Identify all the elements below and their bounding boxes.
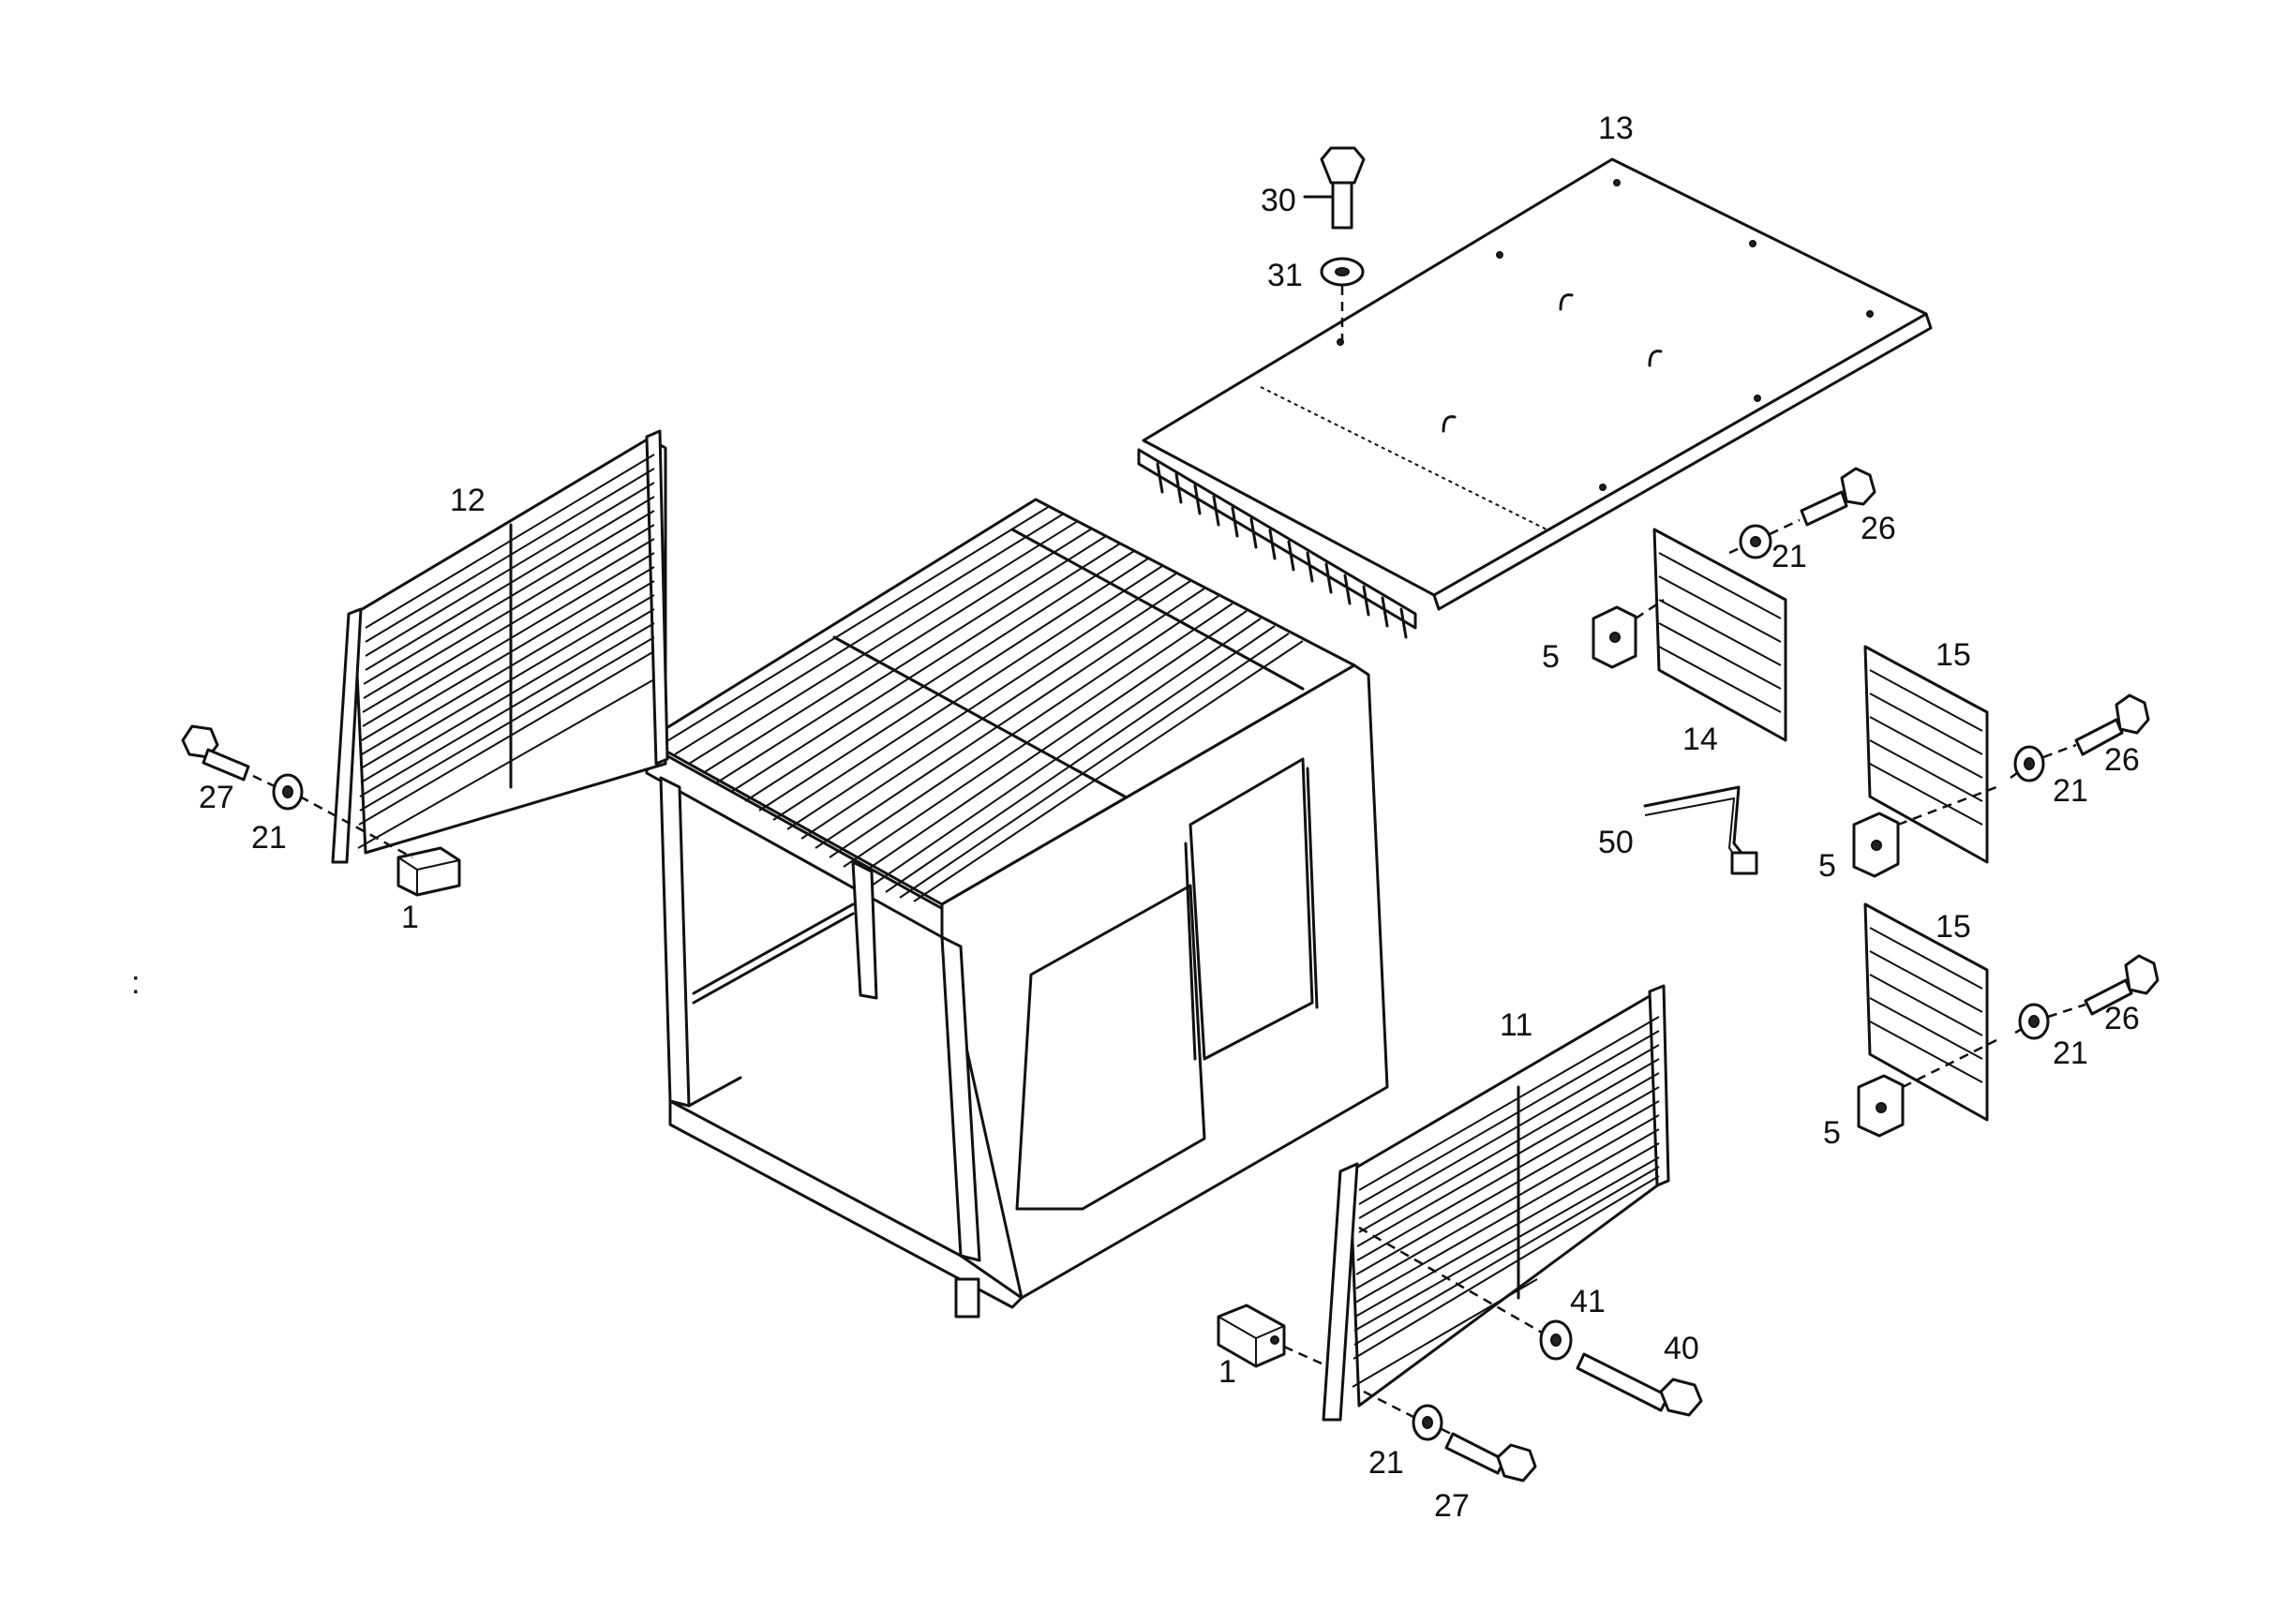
callout-15-lower: 15	[1936, 909, 1971, 945]
callout-21-panel-15-lower: 21	[2053, 1035, 2088, 1071]
callout-31: 31	[1267, 258, 1303, 293]
block-5-panel-14	[1592, 605, 1637, 669]
washer-21-panel-15-upper	[2013, 745, 2045, 782]
grille-panel-14	[1652, 528, 1787, 742]
bolt-27-left	[181, 724, 250, 782]
grille-panel-12	[331, 429, 669, 864]
callout-11: 11	[1500, 1007, 1532, 1043]
callout-26-panel-15-lower: 26	[2104, 1001, 2140, 1036]
callout-1-right: 1	[1218, 1354, 1236, 1390]
callout-40: 40	[1664, 1331, 1699, 1366]
callout-14: 14	[1682, 722, 1718, 757]
bolt-40	[1576, 1352, 1703, 1417]
washer-41	[1539, 1319, 1573, 1361]
bolt-26-panel-15-lower	[2084, 954, 2160, 1016]
callout-41: 41	[1570, 1284, 1606, 1319]
grille-panel-15-lower	[1863, 902, 1989, 1122]
block-5-panel-15-upper	[1852, 812, 1900, 878]
grille-panel-11	[1322, 984, 1670, 1422]
callout-27-left: 27	[199, 780, 234, 815]
callout-21-left: 21	[251, 820, 287, 856]
callout-27-bottom: 27	[1434, 1488, 1470, 1524]
cab-roof-slats	[660, 505, 1304, 902]
cab-frame	[645, 498, 1389, 1319]
block-1-right	[1217, 1304, 1286, 1368]
washer-21-left	[272, 773, 304, 811]
grille-panel-15-upper	[1863, 645, 1989, 864]
bolt-26-panel-15-upper	[2074, 693, 2150, 756]
washer-31	[1320, 257, 1365, 287]
block-5-panel-15-lower	[1857, 1074, 1905, 1138]
bolt-30	[1303, 146, 1366, 230]
callout-labels: 13 30 31 12 26 21 5 15 14 27 26 21 21 50…	[131, 111, 2140, 1524]
callout-12: 12	[450, 483, 486, 518]
callout-5-panel-14: 5	[1542, 639, 1560, 675]
washer-21-bottom	[1412, 1404, 1443, 1441]
callout-21-panel-14: 21	[1771, 539, 1807, 574]
roof-panel-13	[1137, 157, 1933, 639]
callout-1-left: 1	[401, 900, 419, 935]
stray-mark: :	[131, 965, 140, 1001]
callout-26-panel-14: 26	[1861, 511, 1896, 546]
block-1-left	[396, 846, 461, 897]
callout-26-panel-15-upper: 26	[2104, 742, 2140, 778]
washer-21-panel-15-lower	[2018, 1003, 2050, 1040]
callout-5-panel-15-lower: 5	[1823, 1115, 1841, 1151]
bolt-27-bottom	[1444, 1432, 1537, 1482]
callout-50: 50	[1598, 825, 1634, 860]
washer-21-panel-14	[1739, 524, 1772, 559]
bracket-50	[1643, 785, 1758, 875]
callout-21-panel-15-upper: 21	[2053, 773, 2088, 809]
callout-13: 13	[1598, 111, 1634, 146]
bolt-26-panel-14	[1800, 467, 1876, 527]
callout-15-upper: 15	[1936, 637, 1971, 673]
callout-30: 30	[1261, 183, 1296, 218]
callout-5-panel-15-upper: 5	[1818, 848, 1836, 884]
callout-21-bottom: 21	[1368, 1445, 1404, 1481]
